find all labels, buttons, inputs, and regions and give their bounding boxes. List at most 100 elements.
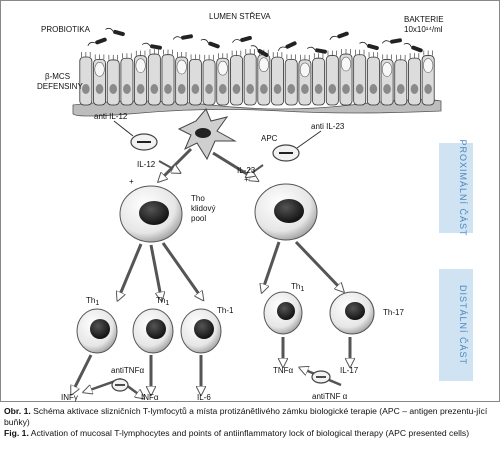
anti-tnf-right-label: antiTNF α bbox=[312, 392, 348, 401]
arrow-to-th17 bbox=[294, 240, 341, 289]
epithelial-cell bbox=[202, 59, 216, 106]
epithelial-nucleus bbox=[287, 84, 296, 94]
th1-a-label: Th1 bbox=[86, 296, 99, 307]
figure-frame: PROBIOTIKA LUMEN STŘEVA BAKTERIE 10x10¹⁴… bbox=[0, 0, 500, 402]
bacterium-flagellum bbox=[403, 43, 412, 48]
epithelial-nucleus bbox=[424, 84, 432, 94]
epithelial-cell bbox=[284, 59, 298, 106]
caption-english: Fig. 1. Activation of mucosal T-lymphocy… bbox=[4, 428, 470, 438]
epithelial-nucleus bbox=[177, 84, 186, 94]
bacterium bbox=[337, 31, 349, 39]
bacterium bbox=[240, 35, 252, 43]
epithelial-nucleus bbox=[95, 84, 104, 94]
arrow-tho-th1b bbox=[149, 244, 161, 297]
epithelial-cell bbox=[312, 57, 326, 106]
lumen-label: LUMEN STŘEVA bbox=[209, 12, 271, 21]
epithelial-layer bbox=[72, 49, 442, 117]
bacterium-flagellum bbox=[232, 39, 241, 43]
infa-label: INFα bbox=[141, 393, 159, 402]
caption-czech: Obr. 1. Schéma aktivace slizničních T-ly… bbox=[4, 406, 488, 427]
th1-cell-d bbox=[263, 291, 303, 335]
goblet-vacuole bbox=[135, 58, 146, 73]
goblet-vacuole bbox=[217, 60, 228, 76]
epithelial-cell bbox=[325, 55, 339, 106]
epithelial-cell bbox=[147, 53, 161, 106]
bacterium bbox=[315, 48, 327, 54]
bacterium-flagellum bbox=[277, 46, 286, 52]
epithelial-cell bbox=[243, 53, 257, 106]
epithelial-nucleus bbox=[136, 84, 145, 94]
bacterium-flagellum bbox=[306, 46, 316, 51]
epithelial-nucleus bbox=[218, 84, 227, 94]
bacterium bbox=[95, 37, 107, 45]
epithelial-nucleus bbox=[314, 84, 323, 94]
epithelial-nucleus bbox=[164, 84, 172, 94]
epithelial-cell bbox=[106, 59, 120, 106]
arrow-to-infg bbox=[73, 354, 93, 391]
th1-cell-a bbox=[76, 308, 118, 354]
epithelial-nucleus bbox=[232, 84, 241, 94]
il12-label: IL-12 bbox=[137, 160, 156, 169]
bacterium bbox=[113, 29, 125, 37]
arrow-tho-th1a bbox=[119, 243, 143, 297]
bacterium-flagellum bbox=[381, 40, 391, 44]
epithelial-nucleus bbox=[260, 84, 268, 94]
epithelial-cell bbox=[353, 54, 367, 106]
arrow-tho-th1c bbox=[161, 242, 201, 297]
epithelial-nucleus bbox=[273, 84, 282, 94]
bacteria-group bbox=[87, 27, 423, 57]
bacterium bbox=[150, 44, 162, 50]
bacterium-flagellum bbox=[87, 41, 96, 46]
il23-label: IL-23 bbox=[237, 166, 256, 175]
apc-label: APC bbox=[261, 134, 278, 143]
th17-precursor-cell bbox=[254, 183, 318, 241]
epithelial-nucleus bbox=[369, 84, 378, 94]
tho-label-1: Tho bbox=[191, 194, 205, 203]
epithelial-cell bbox=[161, 54, 175, 106]
goblet-vacuole bbox=[340, 56, 352, 72]
anti-il23-label: anti IL-23 bbox=[311, 122, 345, 131]
bacteria-count-label: 10x10¹⁴/ml bbox=[404, 25, 443, 34]
epithelial-cell bbox=[79, 56, 93, 106]
epithelial-cell bbox=[408, 57, 421, 106]
goblet-vacuole bbox=[299, 62, 311, 78]
arrow-apc-to-tho bbox=[161, 147, 193, 179]
epithelial-nucleus bbox=[342, 84, 350, 94]
bacterium bbox=[285, 41, 297, 49]
epithelial-nucleus bbox=[383, 84, 391, 94]
goblet-vacuole bbox=[176, 59, 187, 75]
goblet-vacuole bbox=[381, 62, 393, 77]
th1-cell-b bbox=[132, 308, 174, 354]
epithelial-nucleus bbox=[109, 84, 118, 94]
epithelial-cell bbox=[271, 56, 284, 106]
plus-right: + bbox=[244, 175, 249, 184]
epithelial-nucleus bbox=[191, 84, 200, 94]
epithelial-cell bbox=[230, 55, 243, 106]
bacterium-flagellum bbox=[329, 35, 338, 40]
apc-nucleus bbox=[195, 128, 211, 138]
bacteria-label: BAKTERIE bbox=[404, 15, 444, 24]
epithelial-nucleus bbox=[123, 84, 131, 94]
bacterium bbox=[257, 49, 269, 57]
il17-label: IL-17 bbox=[340, 366, 359, 375]
arrow-to-th1d bbox=[263, 241, 281, 289]
anti-il12-line bbox=[113, 120, 134, 137]
bacterium bbox=[367, 43, 379, 51]
bacterium bbox=[411, 45, 423, 53]
epithelial-nucleus bbox=[396, 84, 405, 94]
bacterium-flagellum bbox=[359, 41, 368, 46]
distal-bar bbox=[439, 269, 473, 381]
goblet-vacuole bbox=[94, 62, 105, 77]
th17-cell bbox=[329, 291, 375, 335]
tho-cell bbox=[119, 185, 183, 243]
plus-left: + bbox=[129, 177, 134, 186]
infg-label: INFγ bbox=[61, 393, 78, 402]
epithelial-nucleus bbox=[410, 84, 419, 94]
bacterium bbox=[390, 38, 402, 44]
th1-b-label: Th1 bbox=[156, 296, 169, 307]
epithelial-nucleus bbox=[301, 84, 309, 94]
tnf-label: TNFα bbox=[273, 366, 294, 375]
bacterium-flagellum bbox=[250, 45, 259, 51]
probiotics-label: PROBIOTIKA bbox=[41, 25, 91, 34]
anti-il23-line bbox=[296, 130, 322, 149]
